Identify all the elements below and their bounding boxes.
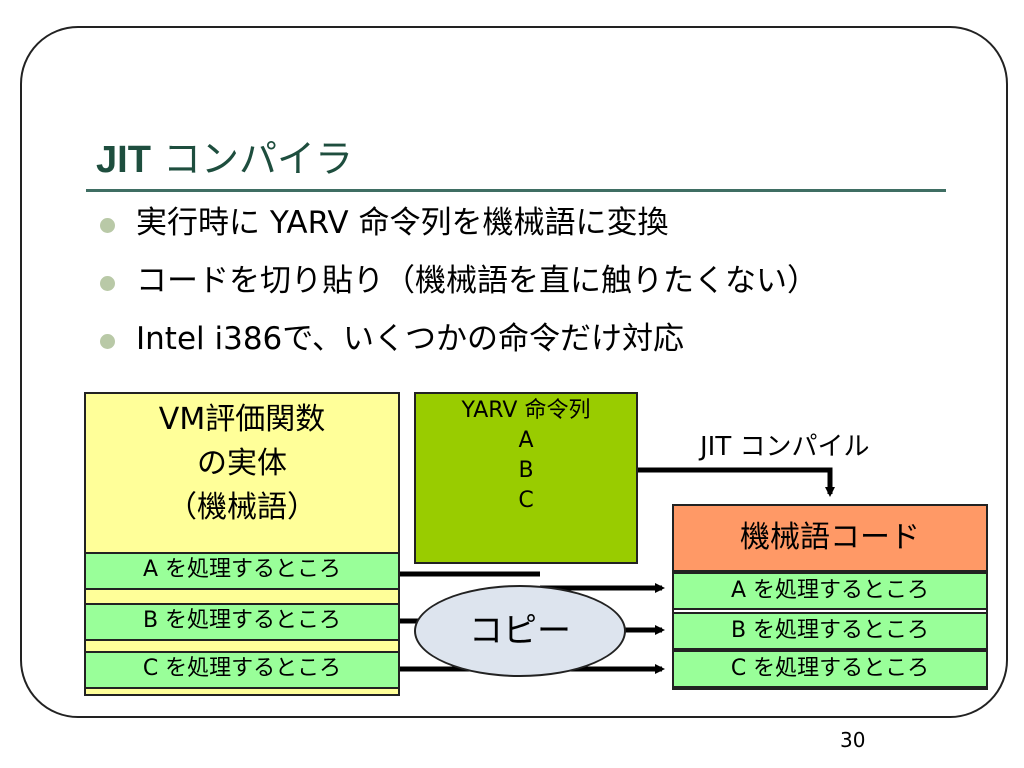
yarv-line: YARV 命令列 <box>461 398 591 423</box>
jit-compile-label: JIT コンパイル <box>700 432 870 462</box>
vm-row-b: B を処理するところ <box>84 603 400 641</box>
yarv-line: C <box>518 488 534 513</box>
vm-eval-line: VM評価関数 <box>158 402 326 437</box>
title-rest: コンパイラ <box>150 137 353 181</box>
bullet-item: Intel i386で、いくつかの命令だけ対応 <box>100 316 818 374</box>
machine-code-header: 機械語コード <box>674 506 986 572</box>
slide-title: JIT コンパイラ <box>96 128 353 183</box>
title-jit: JIT <box>96 139 151 181</box>
code-row-a: A を処理するところ <box>672 572 988 610</box>
vm-row-a: A を処理するところ <box>84 552 400 590</box>
vm-eval-line: （機械語） <box>167 490 317 525</box>
jit-compile-arrow <box>638 467 835 497</box>
copy-ellipse: コピー <box>414 585 626 677</box>
yarv-line: B <box>518 458 534 483</box>
bullet-list: 実行時に YARV 命令列を機械語に変換 コードを切り貼り（機械語を直に触りたく… <box>100 200 818 374</box>
vm-eval-line: の実体 <box>197 446 287 481</box>
yarv-sequence-box: YARV 命令列 A B C <box>414 392 638 564</box>
vm-eval-box: VM評価関数 の実体 （機械語） <box>84 392 400 696</box>
page-number: 30 <box>840 728 866 752</box>
yarv-line: A <box>518 428 534 453</box>
title-divider <box>86 189 946 192</box>
vm-row-c: C を処理するところ <box>84 651 400 689</box>
code-row-c: C を処理するところ <box>672 650 988 688</box>
slide-frame <box>20 26 1008 718</box>
bullet-item: 実行時に YARV 命令列を機械語に変換 <box>100 200 818 258</box>
code-row-b: B を処理するところ <box>672 612 988 650</box>
vm-eval-label: VM評価関数 の実体 （機械語） <box>86 398 398 530</box>
bullet-item: コードを切り貼り（機械語を直に触りたくない） <box>100 258 818 316</box>
